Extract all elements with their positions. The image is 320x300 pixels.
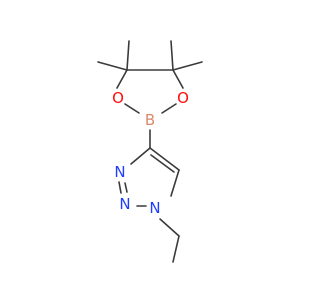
bond-c2-me4 [172,61,203,71]
bond-b-o2 [161,103,177,114]
bond-c1-me1 [97,61,128,71]
bond-c2-me3 [170,40,174,71]
bond-c5-n1 [170,169,180,197]
bond-n3-c4 [130,147,151,165]
bond-n2-n3-double [124,182,128,193]
bond-c1-me2 [126,40,130,71]
atom-n2: N [119,195,130,213]
bond-b-o1 [124,103,140,114]
bond-c4-c5-double [150,154,175,173]
atom-b: B [145,111,155,129]
atom-n3: N [114,163,125,181]
atom-labels: B O O N N N [112,89,189,217]
bonds [97,40,203,263]
bond-ch2-ch3 [172,235,180,263]
structure-diagram: B O O N N N [97,40,203,263]
atom-o1: O [112,89,124,107]
bond-c4-c5 [149,147,180,171]
bond-n2-n3 [118,181,122,194]
bond-n1-ch2 [159,218,180,237]
bond-o1-c1 [116,69,128,89]
atom-o2: O [177,89,189,107]
molecule-canvas: B O O N N N [97,40,203,263]
bond-o2-c2 [172,69,184,89]
atom-n1: N [149,199,160,217]
